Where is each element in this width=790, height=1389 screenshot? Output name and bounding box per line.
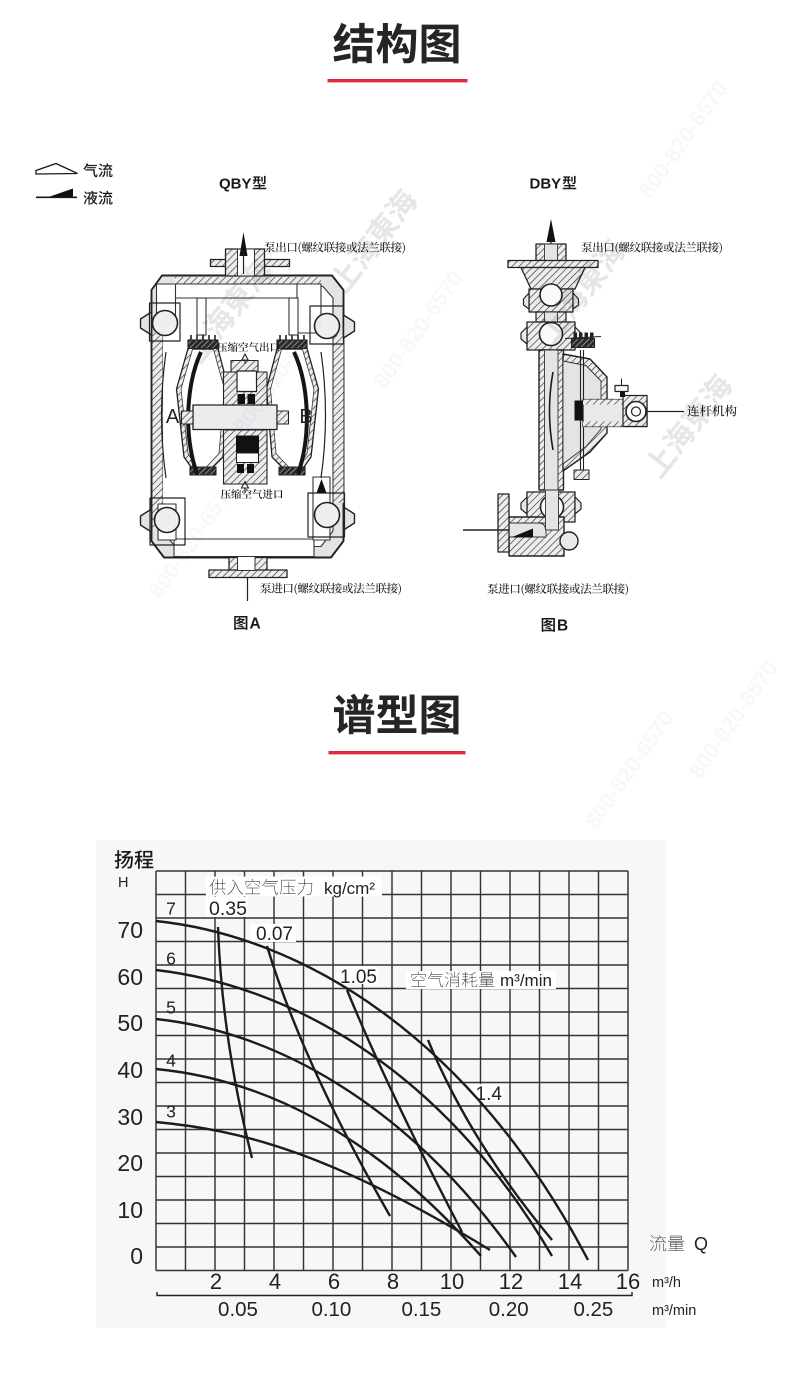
svg-text:20: 20 — [117, 1150, 143, 1176]
svg-text:m³/h: m³/h — [652, 1275, 681, 1291]
svg-text:60: 60 — [117, 964, 143, 990]
svg-text:4: 4 — [166, 1051, 176, 1071]
svg-text:0.15: 0.15 — [401, 1298, 441, 1321]
svg-text:DBY: DBY — [530, 176, 562, 193]
svg-text:70: 70 — [117, 917, 143, 943]
svg-text:3: 3 — [166, 1102, 176, 1122]
svg-text:6: 6 — [328, 1269, 340, 1294]
svg-text:QBY: QBY — [219, 176, 252, 193]
svg-text:0.25: 0.25 — [573, 1298, 613, 1321]
svg-text:40: 40 — [117, 1057, 143, 1083]
svg-text:800-820-6570: 800-820-6570 — [634, 76, 733, 203]
svg-text:B: B — [557, 618, 568, 635]
svg-text:A: A — [166, 406, 180, 428]
svg-text:4: 4 — [269, 1269, 281, 1294]
svg-text:800-820-6570: 800-820-6570 — [580, 706, 679, 833]
svg-text:5: 5 — [166, 998, 176, 1018]
svg-text:10: 10 — [117, 1197, 143, 1223]
svg-text:14: 14 — [558, 1269, 582, 1294]
svg-text:H: H — [118, 875, 128, 891]
svg-text:B: B — [299, 406, 312, 428]
svg-text:6: 6 — [166, 949, 176, 969]
svg-text:8: 8 — [387, 1269, 399, 1294]
svg-text:0.07: 0.07 — [256, 924, 293, 945]
svg-text:16: 16 — [616, 1269, 640, 1294]
svg-text:7: 7 — [166, 899, 176, 919]
svg-text:2: 2 — [210, 1269, 222, 1294]
svg-text:800-820-6570: 800-820-6570 — [684, 656, 783, 783]
svg-text:12: 12 — [499, 1269, 523, 1294]
svg-text:A: A — [250, 616, 261, 633]
svg-text:Q: Q — [694, 1234, 708, 1254]
svg-text:1.4: 1.4 — [476, 1084, 503, 1105]
svg-text:m³/min: m³/min — [500, 971, 552, 990]
svg-text:800-820-6570: 800-820-6570 — [369, 266, 468, 393]
svg-text:0.20: 0.20 — [489, 1298, 529, 1321]
svg-text:kg/cm²: kg/cm² — [324, 879, 375, 898]
svg-text:50: 50 — [117, 1010, 143, 1036]
svg-text:1.05: 1.05 — [340, 967, 377, 988]
svg-text:10: 10 — [440, 1269, 464, 1294]
svg-text:0.05: 0.05 — [218, 1298, 258, 1321]
svg-text:0.35: 0.35 — [209, 898, 247, 920]
svg-text:30: 30 — [117, 1104, 143, 1130]
svg-text:0.10: 0.10 — [311, 1298, 351, 1321]
svg-text:m³/min: m³/min — [652, 1303, 696, 1319]
svg-text:0: 0 — [130, 1243, 143, 1269]
